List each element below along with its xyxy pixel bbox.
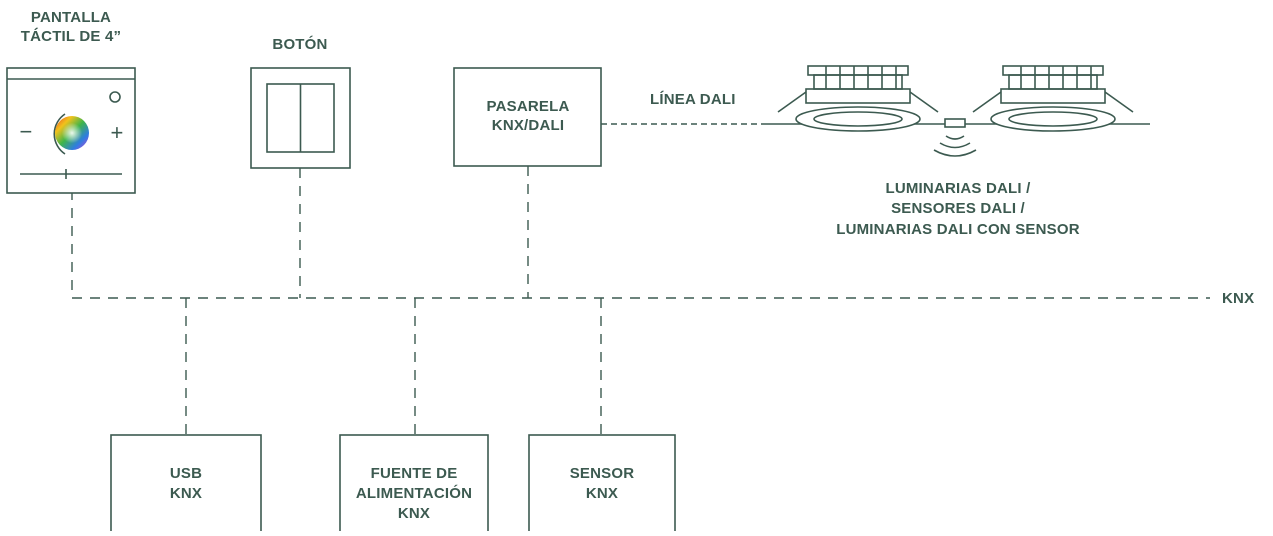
touch-screen-plus-icon: + bbox=[110, 120, 123, 145]
luminaire-2-housing bbox=[1000, 88, 1106, 104]
sensor-wave-icon-2 bbox=[939, 142, 971, 149]
color-wheel-center bbox=[55, 116, 89, 150]
sensor-wave-icon-3 bbox=[933, 149, 977, 157]
luminaire-1-housing bbox=[805, 88, 911, 104]
usb-knx-box bbox=[110, 434, 262, 536]
button-label: BOTÓN bbox=[272, 35, 327, 53]
dali-sensor-body bbox=[944, 118, 966, 128]
power-supply-label-line2: ALIMENTACIÓN bbox=[356, 484, 472, 502]
luminaire-1-heatsink-body bbox=[813, 74, 903, 90]
luminaire-2-spring-left bbox=[972, 91, 1002, 113]
luminaire-1-lens bbox=[813, 111, 903, 127]
luminaire-2-lens bbox=[1008, 111, 1098, 127]
luminaire-1-heatsink-top bbox=[807, 65, 909, 76]
knx-dali-gateway: PASARELA KNX/DALI bbox=[453, 67, 602, 167]
sensor-wave-icon-1 bbox=[945, 135, 965, 140]
touch-screen: PANTALLA TÁCTIL DE 4” − + bbox=[6, 9, 136, 194]
power-supply-label-line3: KNX bbox=[398, 505, 430, 522]
luminaire-2-trim-ring bbox=[990, 106, 1116, 132]
sensor-label-line1: SENSOR bbox=[570, 465, 635, 482]
dali-devices-label-line3: LUMINARIAS DALI CON SENSOR bbox=[836, 221, 1080, 238]
touch-screen-minus-icon: − bbox=[19, 119, 32, 144]
luminaire-2-fins bbox=[1020, 66, 1092, 89]
power-supply-device: FUENTE DE ALIMENTACIÓN KNX bbox=[339, 434, 489, 536]
luminaire-1-spring-right bbox=[909, 91, 939, 113]
dali-devices-label-line1: LUMINARIAS DALI / bbox=[885, 180, 1031, 197]
dali-devices-label-line2: SENSORES DALI / bbox=[891, 200, 1025, 217]
knx-bus-label: KNX bbox=[1222, 290, 1254, 307]
sensor-knx-device: SENSOR KNX bbox=[528, 434, 676, 536]
luminaire-2-heatsink-top bbox=[1002, 65, 1104, 76]
gateway-label-line1: PASARELA bbox=[487, 98, 570, 115]
sensor-label-line2: KNX bbox=[586, 485, 618, 502]
luminaire-1-fins bbox=[825, 66, 897, 89]
dali-line-label: LÍNEA DALI bbox=[650, 91, 736, 108]
gateway-box bbox=[453, 67, 602, 167]
dali-sensor bbox=[933, 118, 977, 157]
knx-bus bbox=[71, 166, 1210, 435]
luminaire-1-trim-ring bbox=[795, 106, 921, 132]
power-supply-box bbox=[339, 434, 489, 536]
power-supply-label-line1: FUENTE DE bbox=[371, 465, 458, 482]
touch-screen-label-line2: TÁCTIL DE 4” bbox=[21, 28, 121, 45]
luminaire-2-heatsink-body bbox=[1008, 74, 1098, 90]
touch-screen-indicator-icon bbox=[109, 91, 121, 103]
usb-label-line2: KNX bbox=[170, 485, 202, 502]
touch-screen-dial-arc-icon bbox=[53, 113, 66, 155]
touch-screen-label-line1: PANTALLA bbox=[31, 9, 111, 26]
usb-knx-device: USB KNX bbox=[110, 434, 262, 536]
dali-luminaire-2 bbox=[972, 65, 1134, 132]
sensor-knx-box bbox=[528, 434, 676, 536]
luminaire-2-spring-right bbox=[1104, 91, 1134, 113]
luminaire-1-spring-left bbox=[777, 91, 807, 113]
dali-luminaire-1 bbox=[777, 65, 939, 132]
push-button: BOTÓN bbox=[250, 35, 351, 169]
gateway-label-line2: KNX/DALI bbox=[492, 117, 564, 134]
usb-label-line1: USB bbox=[170, 465, 202, 482]
